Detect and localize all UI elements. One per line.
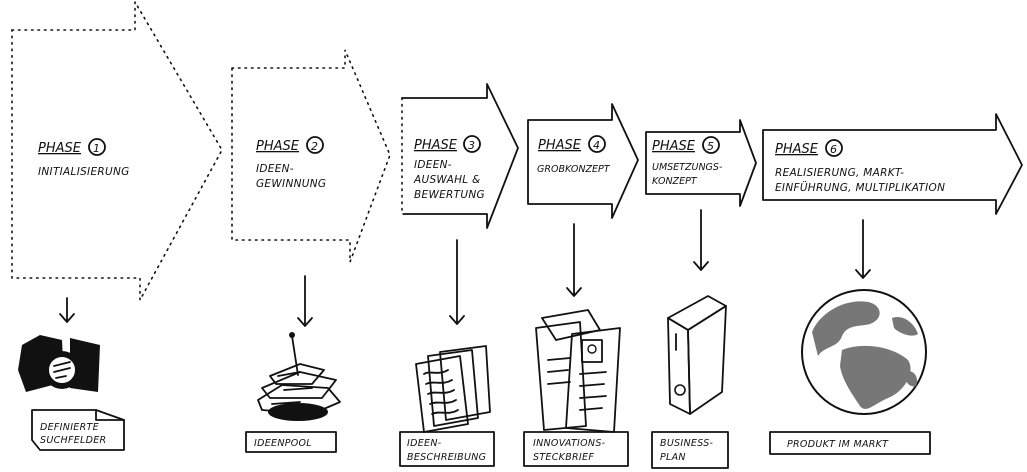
phase-2-label: PHASE 2 IDEEN- GEWINNUNG: [256, 136, 326, 190]
phase-2-number-circle: [306, 136, 324, 154]
phase-3-name-line-3: BEWERTUNG: [414, 189, 485, 201]
phase-5-number: 5: [707, 140, 714, 153]
output-1-label-line-1: DEFINIERTE: [40, 422, 99, 433]
phase-2-name-line-2: GEWINNUNG: [256, 178, 326, 190]
output-1-label-line-2: SUCHFELDER: [40, 435, 106, 446]
output-3-label-line-1: IDEEN-: [407, 438, 442, 449]
output-4-label-box: [523, 431, 629, 467]
output-5-label-line-2: PLAN: [660, 452, 686, 463]
phase-6-name-line-2: EINFÜHRUNG, MULTIPLIKATION: [775, 181, 945, 194]
phase-3-arrow-dotted-part: [401, 97, 405, 215]
phase-3-label: PHASE 3 IDEEN- AUSWAHL & BEWERTUNG: [413, 135, 485, 201]
phase-2-title: PHASE: [256, 139, 300, 154]
brochure-icon: [535, 309, 621, 433]
output-5-label-box: [651, 431, 729, 469]
output-2-label: IDEENPOOL: [254, 438, 312, 449]
phase-3-number: 3: [468, 139, 475, 152]
phase-6-title: PHASE: [775, 142, 819, 157]
output-4-label-line-1: INNOVATIONS-: [533, 438, 606, 449]
output-2-label-box: [245, 431, 337, 453]
phase-6-number: 6: [830, 143, 837, 156]
spotlight-icon: [18, 335, 125, 451]
down-arrows: [59, 209, 871, 327]
phase-3-name-line-1: IDEEN-: [414, 159, 452, 171]
phase-2-arrow: [231, 49, 391, 263]
output-5-label-line-1: BUSINESS-: [660, 438, 714, 449]
phase-1-number: 1: [93, 142, 100, 155]
phase-3-name-line-2: AUSWAHL &: [413, 174, 481, 186]
phase-1-title: PHASE: [38, 141, 82, 156]
phase-3-title: PHASE: [414, 138, 458, 153]
phase-4-name: GROBKONZEPT: [537, 164, 611, 175]
output-4-label-line-2: STECKBRIEF: [533, 452, 594, 463]
output-6-label-box: [769, 431, 931, 455]
down-arrow-6: [855, 219, 871, 279]
down-arrow-3: [449, 239, 465, 325]
globe-icon: [801, 289, 927, 415]
phase-4-number-circle: [588, 135, 606, 153]
phase-4-number: 4: [593, 139, 600, 152]
phase-5-label: PHASE 5 UMSETZUNGS- KONZEPT: [652, 136, 723, 187]
phase-4-label: PHASE 4 GROBKONZEPT: [537, 135, 611, 175]
phase-6-label: PHASE 6 REALISIERUNG, MARKT- EINFÜHRUNG,…: [775, 139, 945, 194]
phase-3-number-circle: [463, 135, 481, 153]
phase-6-number-circle: [825, 139, 843, 157]
phase-5-title: PHASE: [652, 139, 696, 154]
binder-icon: [667, 295, 727, 415]
down-arrow-5: [693, 209, 709, 271]
phase-1-name: INITIALISIERUNG: [38, 166, 130, 178]
document-stack-icon: [415, 345, 491, 433]
phase-1-number-circle: [88, 138, 106, 156]
phase-6-name-line-1: REALISIERUNG, MARKT-: [775, 167, 904, 179]
phase-2-name-line-1: IDEEN-: [256, 163, 294, 175]
phase-5-number-circle: [702, 136, 720, 154]
output-3-label-line-2: BESCHREIBUNG: [407, 452, 486, 463]
down-arrow-2: [297, 275, 313, 327]
phase-3-arrow: [401, 83, 519, 229]
phase-5-arrow: [645, 119, 757, 207]
phase-4-title: PHASE: [538, 138, 582, 153]
phase-2-number: 2: [311, 140, 318, 153]
down-arrow-4: [566, 223, 582, 297]
phase-1-label: PHASE 1 INITIALISIERUNG: [38, 138, 130, 178]
phase-5-name-line-1: UMSETZUNGS-: [652, 162, 723, 173]
note-pile-icon: [257, 332, 341, 421]
phase-5-name-line-2: KONZEPT: [652, 176, 698, 187]
down-arrow-1: [59, 297, 75, 323]
output-3-label-box: [399, 431, 495, 467]
phase-4-arrow: [527, 103, 639, 219]
phase-6-arrow: [762, 113, 1023, 215]
output-6-label: PRODUKT IM MARKT: [787, 439, 889, 450]
